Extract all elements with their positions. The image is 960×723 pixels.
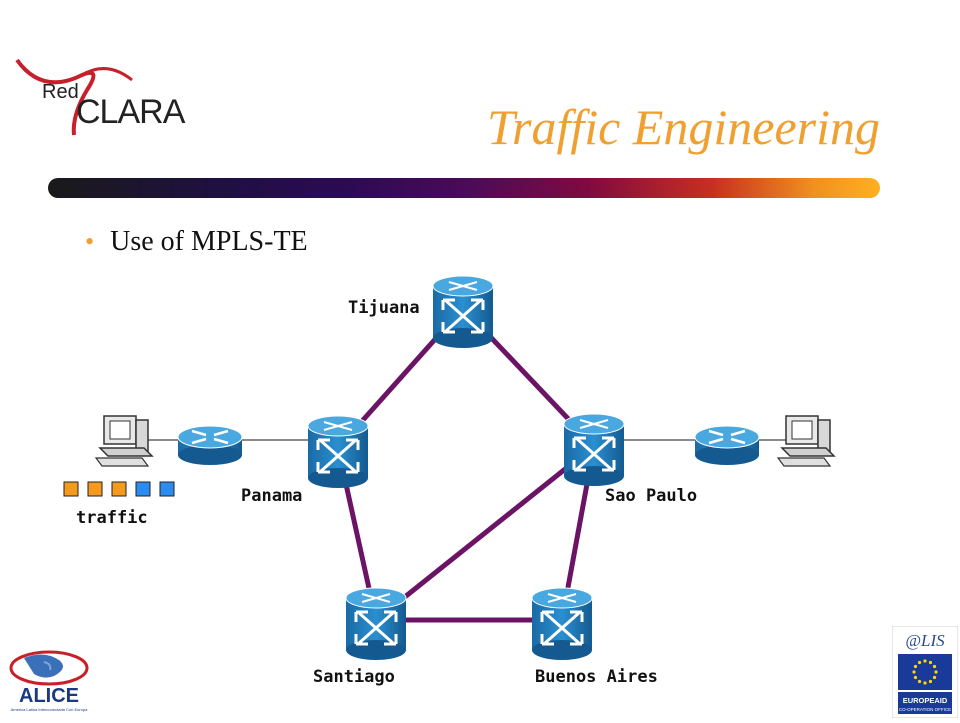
- logo-red-text: Red: [42, 81, 79, 103]
- eu-star-icon: [912, 670, 916, 674]
- alice-logo-text: ALICE: [19, 685, 79, 707]
- traffic-packets: [63, 481, 175, 497]
- label-tijuana: Tijuana: [348, 298, 420, 318]
- logo-clara-text: CLARA: [76, 93, 186, 131]
- label-traffic: traffic: [76, 508, 148, 528]
- eu-star-icon: [932, 675, 937, 680]
- edge-router-right-icon: [693, 424, 761, 467]
- label-buenosaires: Buenos Aires: [535, 667, 658, 687]
- bullet-item: • Use of MPLS-TE: [85, 222, 308, 262]
- node-panama-switch-icon: [306, 414, 370, 490]
- alice-subtitle-text: América Latina Interconectada Con Europa: [11, 707, 88, 712]
- bullet-text: Use of MPLS-TE: [110, 226, 308, 257]
- slide-title: Traffic Engineering: [486, 99, 880, 155]
- eu-star-icon: [917, 660, 922, 665]
- bullet-dot-icon: •: [85, 227, 95, 256]
- title-gradient-bar: [48, 178, 880, 198]
- traffic-packet: [63, 481, 79, 497]
- eu-star-icon: [913, 675, 918, 680]
- node-santiago-switch-icon: [344, 586, 408, 662]
- node-tijuana-switch-icon: [431, 274, 495, 350]
- eu-star-icon: [928, 679, 933, 684]
- host-pc-left-icon: [95, 415, 153, 467]
- host-pc-right-icon: [777, 415, 835, 467]
- traffic-packet: [111, 481, 127, 497]
- europeaid-text: EUROPEAID: [903, 696, 948, 705]
- core-links: [335, 306, 597, 623]
- traffic-packet: [135, 481, 151, 497]
- alis-logo-text: @LIS: [905, 631, 945, 650]
- eu-star-icon: [923, 681, 927, 685]
- redclara-logo: Red CLARA: [12, 55, 192, 140]
- eu-star-icon: [932, 664, 937, 669]
- edge-router-left-icon: [176, 424, 244, 467]
- cooperation-office-text: CO-OPERATION OFFICE: [899, 707, 951, 712]
- europeaid-logo: @LIS EUROPEAID CO-OPERATION OFFICE: [891, 625, 959, 719]
- core-link-santiago-saopaulo: [374, 444, 596, 622]
- eu-star-icon: [913, 664, 918, 669]
- label-panama: Panama: [241, 486, 303, 506]
- node-buenosaires-switch-icon: [530, 586, 594, 662]
- eu-star-icon: [917, 679, 922, 684]
- node-saopaulo-switch-icon: [562, 412, 626, 488]
- eu-star-icon: [934, 670, 938, 674]
- label-saopaulo: Sao Paulo: [605, 486, 698, 506]
- eu-star-icon: [923, 659, 927, 663]
- traffic-packet: [87, 481, 103, 497]
- alice-logo: ALICE América Latina Interconectada Con …: [4, 640, 94, 715]
- traffic-packet: [159, 481, 175, 497]
- label-santiago: Santiago: [313, 667, 395, 687]
- eu-star-icon: [928, 660, 933, 665]
